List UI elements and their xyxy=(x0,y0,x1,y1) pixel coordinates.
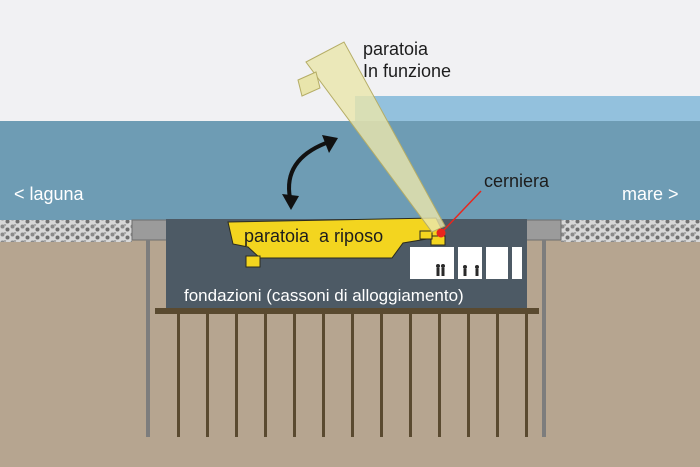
foundations-label: fondazioni (cassoni di alloggiamento) xyxy=(184,286,464,305)
person-figures-icon xyxy=(436,264,479,276)
gate-resting-label: paratoia a riposo xyxy=(244,226,384,246)
gravel-left xyxy=(0,220,132,242)
service-room-3 xyxy=(486,247,508,279)
sea-label: mare > xyxy=(622,184,679,204)
double-headed-curved-arrow-icon xyxy=(287,141,327,199)
gate-working xyxy=(305,41,446,233)
sea-raised-water xyxy=(355,96,700,124)
service-room-1 xyxy=(410,247,454,279)
concrete-block-left xyxy=(131,219,170,241)
gravel-right xyxy=(561,220,700,242)
sheet-pile-right xyxy=(542,240,546,437)
arrow-head-bottom xyxy=(282,194,299,210)
foundation-piles xyxy=(177,314,528,437)
water-body xyxy=(0,121,700,225)
arrow-head-top xyxy=(322,135,338,153)
lagoon-label: < laguna xyxy=(14,184,84,204)
hinge-bracket xyxy=(419,230,433,240)
concrete-block-right xyxy=(524,219,562,241)
hinge-label: cerniera xyxy=(484,171,550,191)
hinge-dot-icon xyxy=(436,228,446,238)
hinge-housing xyxy=(430,235,446,246)
pile-cap-beam xyxy=(155,308,539,314)
sheet-pile-left xyxy=(146,240,150,437)
gate-working-label-line1: paratoia xyxy=(363,39,429,59)
service-room-4 xyxy=(512,247,522,279)
gate-resting-foot xyxy=(245,255,261,268)
gate-working-cap xyxy=(297,71,321,97)
gate-working-label-line2: In funzione xyxy=(363,61,452,81)
hinge-pointer-line xyxy=(442,190,482,232)
